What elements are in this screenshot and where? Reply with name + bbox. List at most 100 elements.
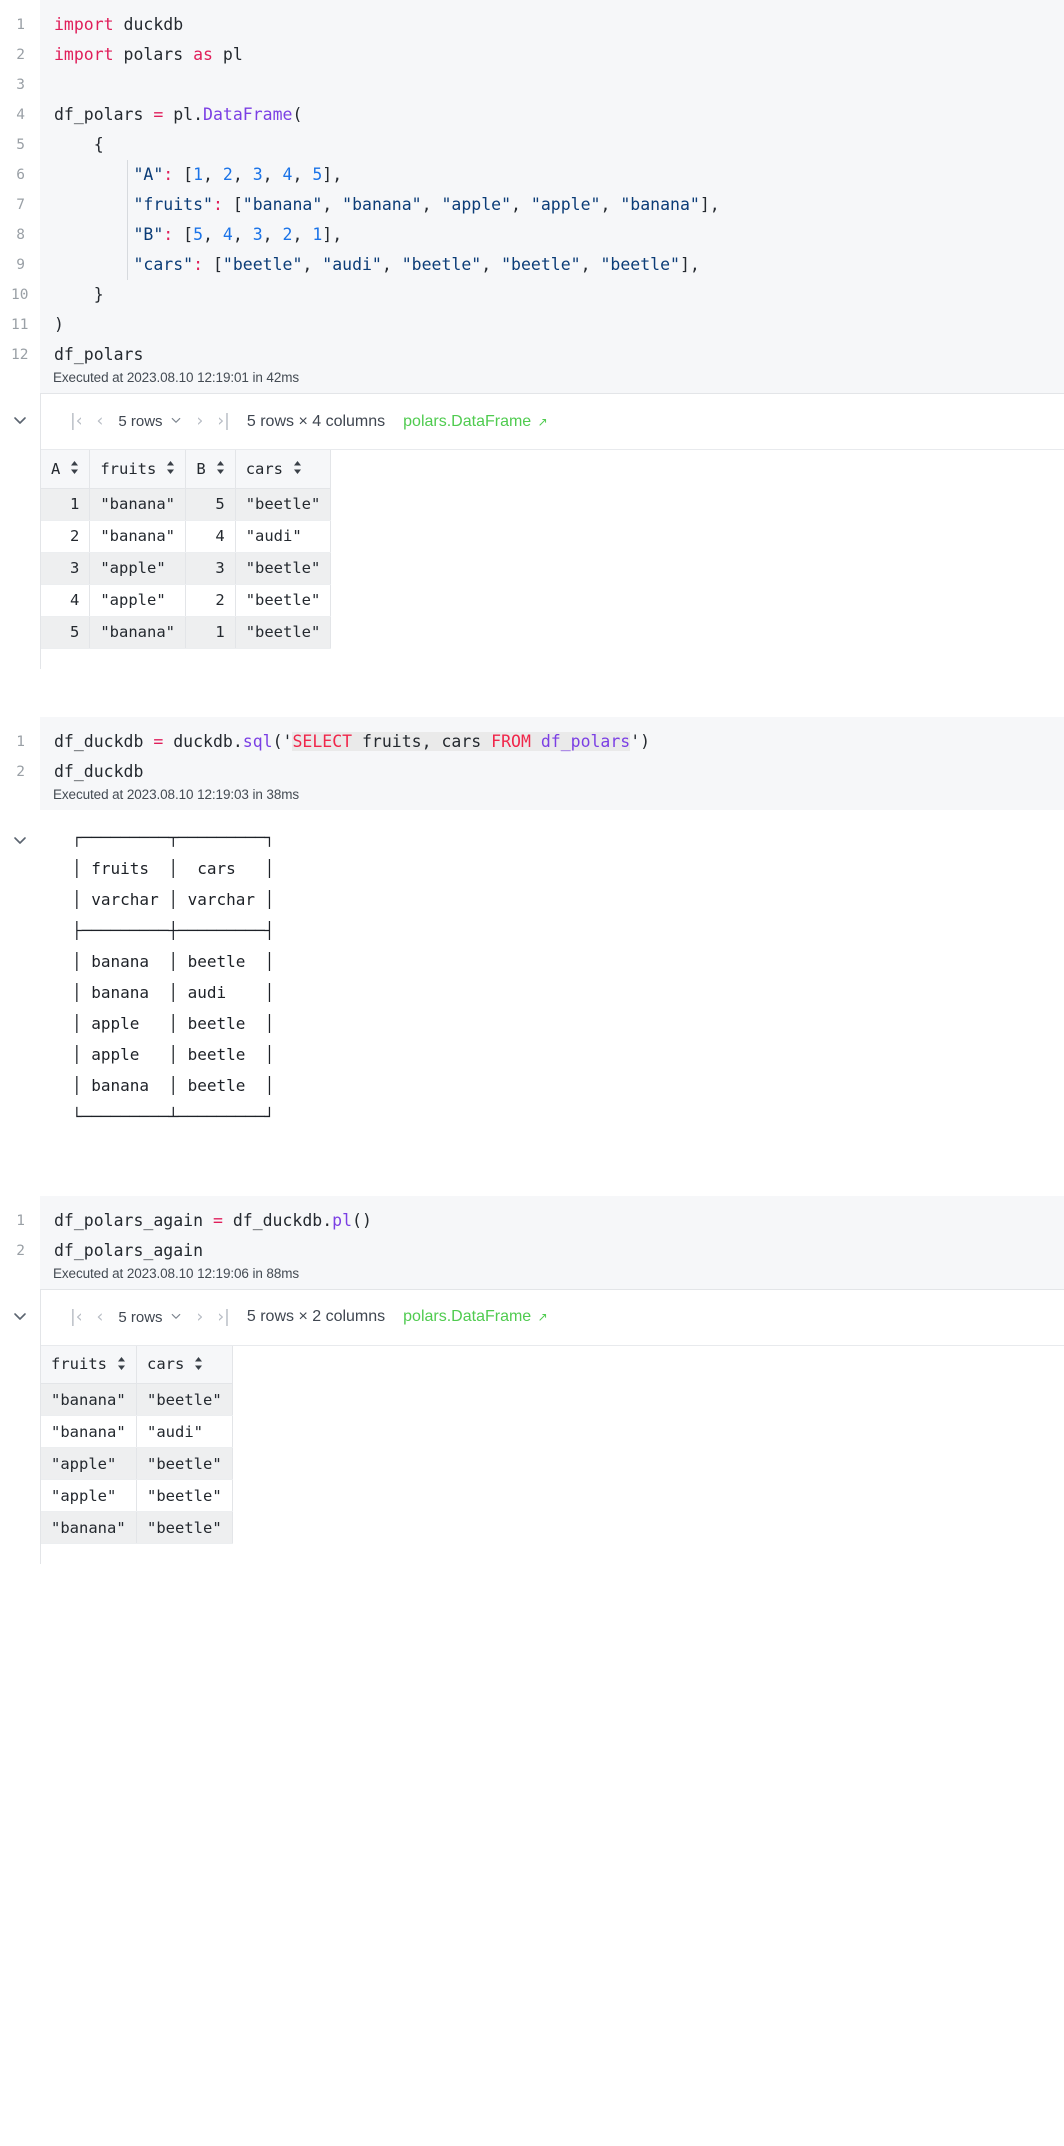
code-line[interactable]: 6 "A": [1, 2, 3, 4, 5], (16, 160, 1064, 190)
code-line[interactable]: 8 "B": [5, 4, 3, 2, 1], (16, 220, 1064, 250)
rows-per-page-select[interactable]: 5 rows (110, 413, 189, 430)
code-text: df_polars_again (54, 1240, 204, 1260)
column-header-label: fruits (100, 459, 157, 478)
table-cell[interactable]: 3 (41, 552, 91, 585)
first-page-button[interactable]: |‹ (70, 1306, 83, 1327)
code-line[interactable]: 3 (16, 70, 1064, 100)
line-number: 6 (16, 167, 25, 183)
code-line[interactable]: 10 } (11, 280, 1064, 310)
next-page-button[interactable]: › (196, 1306, 204, 1327)
table-cell[interactable]: 2 (185, 584, 236, 617)
grid-dimensions-label: 5 rows × 2 columns (246, 1308, 386, 1325)
table-row[interactable]: 2"banana"4"audi" (41, 520, 332, 553)
table-cell[interactable]: 3 (185, 552, 236, 585)
table-cell[interactable]: "audi" (136, 1415, 233, 1448)
prev-page-button[interactable]: ‹ (96, 411, 104, 431)
column-header-A[interactable]: A (41, 450, 91, 489)
table-cell[interactable]: "beetle" (136, 1383, 233, 1416)
dataframe-type-link[interactable]: polars.DataFrame ↗ (403, 412, 548, 430)
table-cell[interactable]: "banana" (89, 488, 187, 521)
code-line[interactable]: 9 "cars": ["beetle", "audi", "beetle", "… (16, 250, 1064, 280)
code-text: ) (54, 315, 64, 334)
column-header-B[interactable]: B (185, 450, 236, 489)
collapse-result-chevron-down-icon[interactable] (12, 1308, 28, 1324)
table-cell[interactable]: "beetle" (235, 584, 332, 617)
grid-toolbar: |‹ ‹ 5 rows › ›| 5 rows × 2 columns polars.Dat… (41, 1289, 1064, 1346)
sort-icon[interactable] (194, 1356, 203, 1372)
table-cell[interactable]: "beetle" (136, 1479, 233, 1512)
code-line[interactable]: 11) (11, 310, 1064, 340)
last-page-button[interactable]: ›| (217, 1306, 230, 1327)
first-page-button[interactable]: |‹ (70, 411, 83, 431)
sort-icon[interactable] (70, 461, 79, 476)
table-cell[interactable]: "banana" (41, 1415, 137, 1448)
table-row[interactable]: "banana""beetle" (41, 1511, 233, 1544)
sort-icon[interactable] (216, 461, 225, 476)
table-cell[interactable]: "audi" (235, 520, 332, 553)
column-header-fruits[interactable]: fruits (89, 450, 187, 489)
table-cell[interactable]: "apple" (89, 552, 187, 585)
table-cell[interactable]: 4 (41, 584, 91, 617)
sort-icon[interactable] (117, 1356, 126, 1372)
table-cell[interactable]: 5 (41, 616, 91, 649)
table-row[interactable]: 4"apple"2"beetle" (41, 584, 332, 617)
rows-per-page-select[interactable]: 5 rows (110, 1309, 189, 1326)
table-cell[interactable]: "beetle" (136, 1447, 233, 1480)
collapse-result-chevron-down-icon[interactable] (12, 412, 28, 428)
dataframe-grid: |‹ ‹ 5 rows › ›| 5 rows × 2 columns polars.Dat… (40, 1289, 1064, 1564)
table-cell[interactable]: "beetle" (235, 552, 332, 585)
table-cell[interactable]: "apple" (89, 584, 187, 617)
table-cell[interactable]: 2 (41, 520, 91, 553)
column-header-cars[interactable]: cars (136, 1345, 233, 1384)
dataframe-type-link[interactable]: polars.DataFrame ↗ (403, 1308, 548, 1325)
sort-icon[interactable] (166, 461, 175, 476)
prev-page-button[interactable]: ‹ (96, 1306, 104, 1327)
table-row[interactable]: "banana""audi" (41, 1415, 233, 1448)
table-cell[interactable]: "beetle" (235, 616, 332, 649)
table-cell[interactable]: 5 (185, 488, 236, 521)
code-text: df_polars (54, 345, 144, 364)
table-cell[interactable]: "banana" (41, 1511, 137, 1544)
table-row[interactable]: 3"apple"3"beetle" (41, 552, 332, 585)
table-row[interactable]: "apple""beetle" (41, 1447, 233, 1480)
table-row[interactable]: 5"banana"1"beetle" (41, 616, 332, 649)
next-page-button[interactable]: › (196, 411, 204, 431)
table-cell[interactable]: "beetle" (136, 1511, 233, 1544)
grid-dimensions-label: 5 rows × 4 columns (246, 412, 386, 430)
code-line[interactable]: 5 { (16, 130, 1064, 160)
table-row[interactable]: 1"banana"5"beetle" (41, 488, 332, 521)
table-row[interactable]: "banana""beetle" (41, 1383, 233, 1416)
line-number: 1 (16, 1212, 25, 1229)
collapse-result-chevron-down-icon[interactable] (12, 832, 28, 848)
table-cell[interactable]: "beetle" (235, 488, 332, 521)
table-cell[interactable]: 4 (185, 520, 236, 553)
table-cell[interactable]: "banana" (89, 520, 187, 553)
code-text: df_polars = pl.DataFrame( (54, 105, 303, 124)
table-cell[interactable]: 1 (185, 616, 236, 649)
column-header-fruits[interactable]: fruits (41, 1345, 137, 1384)
table-cell[interactable]: 1 (41, 488, 91, 521)
table-cell[interactable]: "banana" (41, 1383, 137, 1416)
code-line[interactable]: 7 "fruits": ["banana", "banana", "apple"… (16, 190, 1064, 220)
last-page-button[interactable]: ›| (217, 411, 230, 431)
table-cell[interactable]: "apple" (41, 1479, 137, 1512)
column-header-cars[interactable]: cars (235, 450, 332, 489)
grid-footer (41, 1544, 1064, 1564)
table-cell[interactable]: "apple" (41, 1447, 137, 1480)
cell-result: |‹ ‹ 5 rows › ›| 5 rows × 2 columns polars.Dat… (14, 1288, 1064, 1564)
table-cell[interactable]: "banana" (89, 616, 187, 649)
table-row[interactable]: "apple""beetle" (41, 1479, 233, 1512)
chevron-down-icon (170, 414, 182, 429)
sort-icon[interactable] (293, 461, 302, 476)
